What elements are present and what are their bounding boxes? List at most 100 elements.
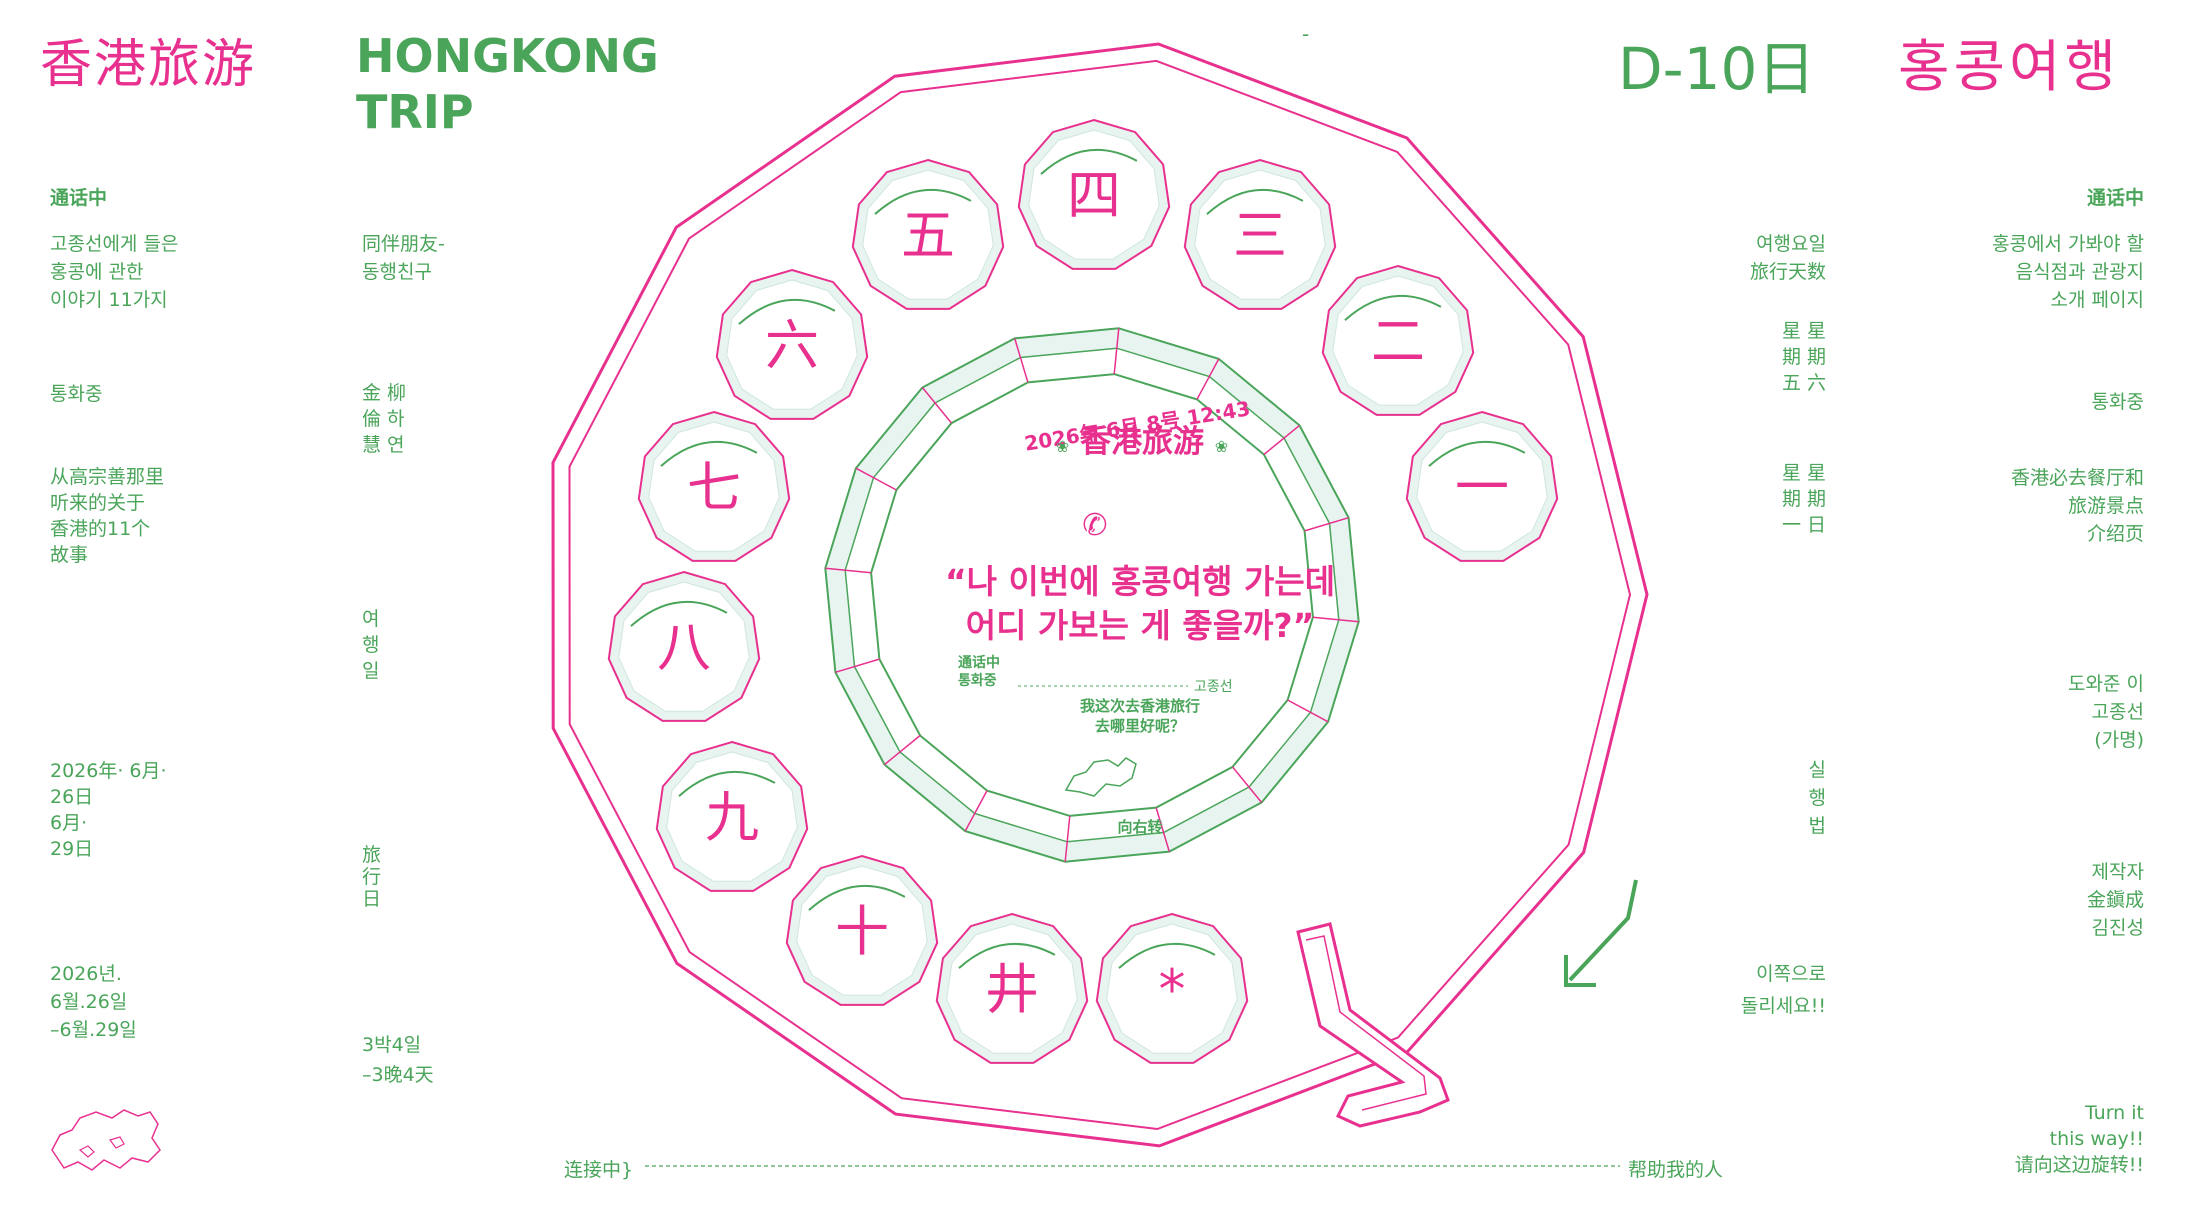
dial-tick: [855, 467, 897, 491]
dial-button-label: 二: [1371, 310, 1425, 373]
dial-tick: [1064, 815, 1071, 862]
hongkong-map-icon: [51, 1109, 161, 1171]
dial-button-label: 三: [1233, 204, 1287, 267]
dial-button-5[interactable]: 五: [850, 158, 1006, 314]
dial-button-11[interactable]: 井: [934, 912, 1090, 1068]
dial-outer-ring-inner: [568, 59, 1632, 1131]
dial-button-7[interactable]: 七: [636, 410, 792, 566]
left-dates-kr: 2026년. 6월.26일 –6월.29일: [50, 963, 137, 1041]
center-calling-cn: 通话中: [958, 655, 1000, 671]
turn-here-kr: 이쪽으로 돌리세요!!: [1740, 963, 1826, 1017]
trip-days-label: 여행요일 旅行天数: [1749, 233, 1826, 283]
dial-tick: [964, 790, 988, 832]
dial-button-6[interactable]: 六: [714, 268, 870, 424]
dial-tick: [825, 567, 872, 574]
dial-button-8[interactable]: 八: [606, 570, 762, 726]
center-quote-line2: 어디 가보는 게 좋을까?”: [965, 606, 1315, 645]
dial-button-shape: [637, 410, 791, 562]
center-quote-line1: “나 이번에 홍콩여행 가는데: [944, 562, 1336, 601]
ornament-right-icon: ❀: [1214, 437, 1229, 456]
dial-button-label: 九: [705, 786, 759, 849]
dial-button-10[interactable]: 十: [784, 854, 940, 1010]
left-dates-cn: 2026年· 6月· 26日 6月· 29日: [50, 760, 167, 860]
dial-button-4[interactable]: 一: [1404, 410, 1560, 566]
dial-button-shape: [1017, 118, 1171, 270]
finger-stop-inner: [1305, 935, 1427, 1111]
dial-button-label: 十: [835, 900, 889, 963]
dial-button-shape: [607, 570, 761, 722]
dial-button-2[interactable]: 三: [1182, 158, 1338, 314]
companion-label: 同伴朋友- 동행친구: [362, 233, 445, 283]
right-calling-kr: 통화중: [2091, 391, 2144, 413]
dial-button-label: 四: [1067, 164, 1121, 227]
dial-tick: [1287, 699, 1329, 723]
arrow-icon: [1564, 879, 1638, 987]
dial-button-shape: [785, 854, 939, 1006]
d-day-counter: D-10日: [1618, 35, 1816, 103]
center-translation: 我这次去香港旅行 去哪里好呢？: [1079, 697, 1200, 735]
title-english: HONGKONG TRIP: [356, 29, 659, 139]
dial-button-label: *: [1158, 958, 1186, 1021]
companion-names: 金 柳 倫 하 慧 연: [362, 382, 407, 456]
center-turn-right: 向右转: [1117, 818, 1163, 836]
dial-button-label: 五: [901, 204, 955, 267]
center-calling-kr: 통화중: [958, 673, 997, 689]
helper-credit: 도와준 이 고종선 (가명): [2068, 673, 2144, 751]
dial-tick: [1312, 616, 1359, 623]
center-caller: 고종선: [1194, 679, 1233, 695]
dial-button-shape: [655, 740, 809, 892]
title-korean: 홍콩여행: [1898, 35, 2121, 100]
weekday-fri-sat: 星 星 期 期 五 六: [1781, 320, 1826, 394]
right-page-kr: 홍콩에서 가봐야 할 음식점과 관광지 소개 페이지: [1992, 233, 2144, 311]
dial-tick: [884, 734, 921, 766]
dial-button-shape: [1405, 410, 1559, 562]
method-label: 실 행 법: [1808, 759, 1826, 837]
dial-button-shape: [1183, 158, 1337, 310]
center-quote: “나 이번에 홍콩여행 가는데 어디 가보는 게 좋을까?”: [860, 560, 1420, 648]
dial-tick: [835, 658, 880, 674]
dial-tick: [1196, 358, 1220, 400]
dial-button-9[interactable]: 九: [654, 740, 810, 896]
dial-button-shape: [1321, 264, 1475, 416]
dial-button-label: 八: [657, 616, 711, 679]
left-story-kr: 고종선에게 들은 홍콩에 관한 이야기 11가지: [50, 233, 179, 311]
dial-button-label: 七: [687, 456, 741, 519]
dial-button-12[interactable]: *: [1094, 912, 1250, 1068]
dial-button-label: 六: [765, 314, 819, 377]
right-page-cn: 香港必去餐厅和 旅游景点 介绍页: [2010, 467, 2144, 545]
left-story-cn: 从高宗善那里 听来的关于 香港的11个 故事: [50, 466, 165, 566]
footer-helper: 帮助我的人: [1628, 1159, 1724, 1181]
finger-stop[interactable]: [1296, 922, 1450, 1128]
dial-button-label: 井: [985, 958, 1039, 1021]
travel-day-cn: 旅 行 日: [362, 844, 382, 910]
dial-tick: [1155, 807, 1171, 852]
title-chinese: 香港旅游: [40, 35, 257, 95]
right-calling-cn: 通话中: [2086, 187, 2144, 209]
dial-button-shape: [935, 912, 1089, 1064]
weekday-mon-sun: 星 星 期 期 一 日: [1781, 462, 1826, 536]
dial-tick: [1013, 338, 1029, 383]
dial-button-1[interactable]: 四: [1016, 118, 1172, 274]
center-title: ❀ 香港旅游 ❀: [1010, 416, 1274, 461]
dial-button-3[interactable]: 二: [1320, 264, 1476, 420]
duration: 3박4일 –3晚4天: [362, 1034, 434, 1086]
left-calling-cn: 通话中: [50, 187, 108, 209]
left-calling-kr: 통화중: [50, 383, 103, 405]
maker-credit: 제작자 金鎭成 김진성: [2086, 861, 2144, 939]
dial-button-shape: [715, 268, 869, 420]
dial-button-shape: [851, 158, 1005, 310]
dial-button-shape: [1095, 912, 1249, 1064]
footer-connecting: 连接中}: [564, 1159, 634, 1181]
dial-tick: [1231, 766, 1263, 803]
center-hongkong-map-icon: [1064, 757, 1137, 797]
header-dash: -: [1302, 22, 1310, 46]
turn-this-way: Turn it this way!! 请向这边旋转!!: [2014, 1102, 2144, 1176]
dial-tick: [1304, 516, 1349, 532]
dial-tick: [1113, 328, 1120, 375]
dial-button-label: 一: [1455, 456, 1509, 519]
ornament-left-icon: ❀: [1055, 437, 1070, 456]
phone-icon: ✆: [1082, 508, 1108, 543]
center-title-text: 香港旅游: [1080, 424, 1204, 460]
travel-day-kr: 여 행 일: [362, 608, 380, 682]
